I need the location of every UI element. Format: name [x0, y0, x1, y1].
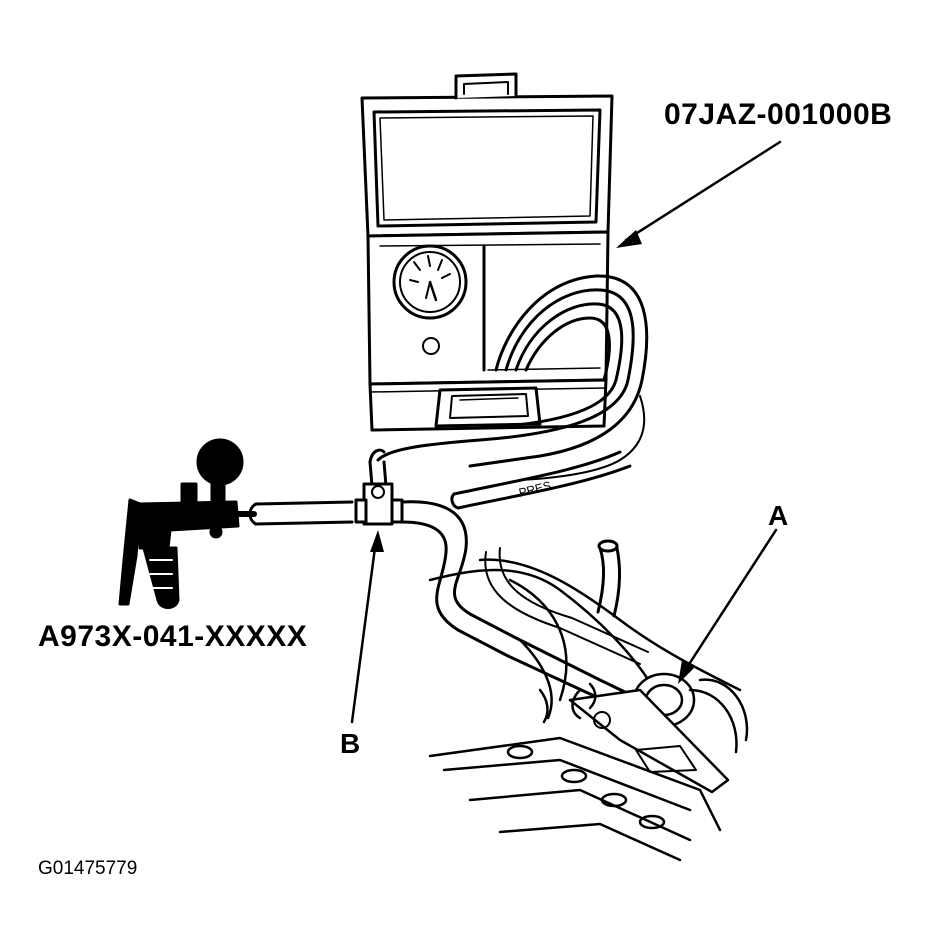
- callout-b: B: [340, 728, 361, 759]
- pump-part-number: A973X-041-XXXXX: [38, 620, 308, 653]
- callout-a: A: [768, 500, 789, 531]
- pressure-tester-case: [360, 72, 614, 432]
- tester-part-number: 07JAZ-001000B: [664, 98, 893, 131]
- case-gauge: [392, 244, 468, 320]
- hand-pump: [118, 438, 257, 609]
- engine-components: [428, 558, 749, 862]
- figure-id: G01475779: [38, 858, 138, 879]
- hose-marking-text: PRES: [517, 478, 552, 499]
- hose-assembly: [248, 448, 652, 720]
- leader-arrows: [350, 140, 782, 724]
- arrowheads: [370, 230, 694, 684]
- coiled-hoses: [376, 274, 649, 481]
